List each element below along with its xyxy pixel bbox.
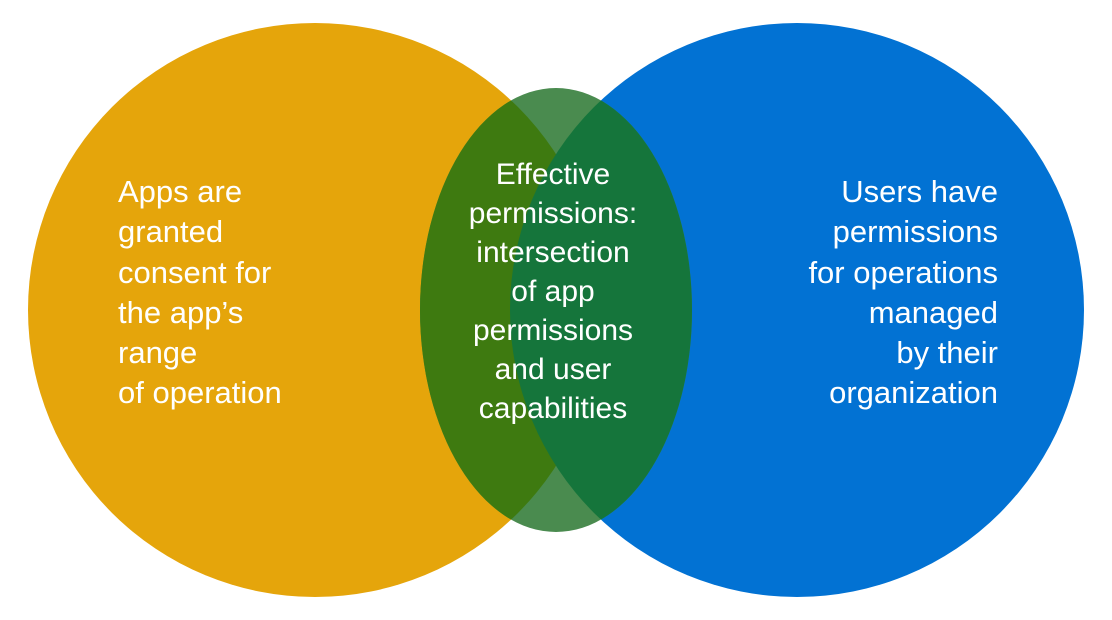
ellipse-intersection-over-blue — [510, 88, 692, 532]
ellipse-intersection-over-orange — [420, 88, 602, 532]
